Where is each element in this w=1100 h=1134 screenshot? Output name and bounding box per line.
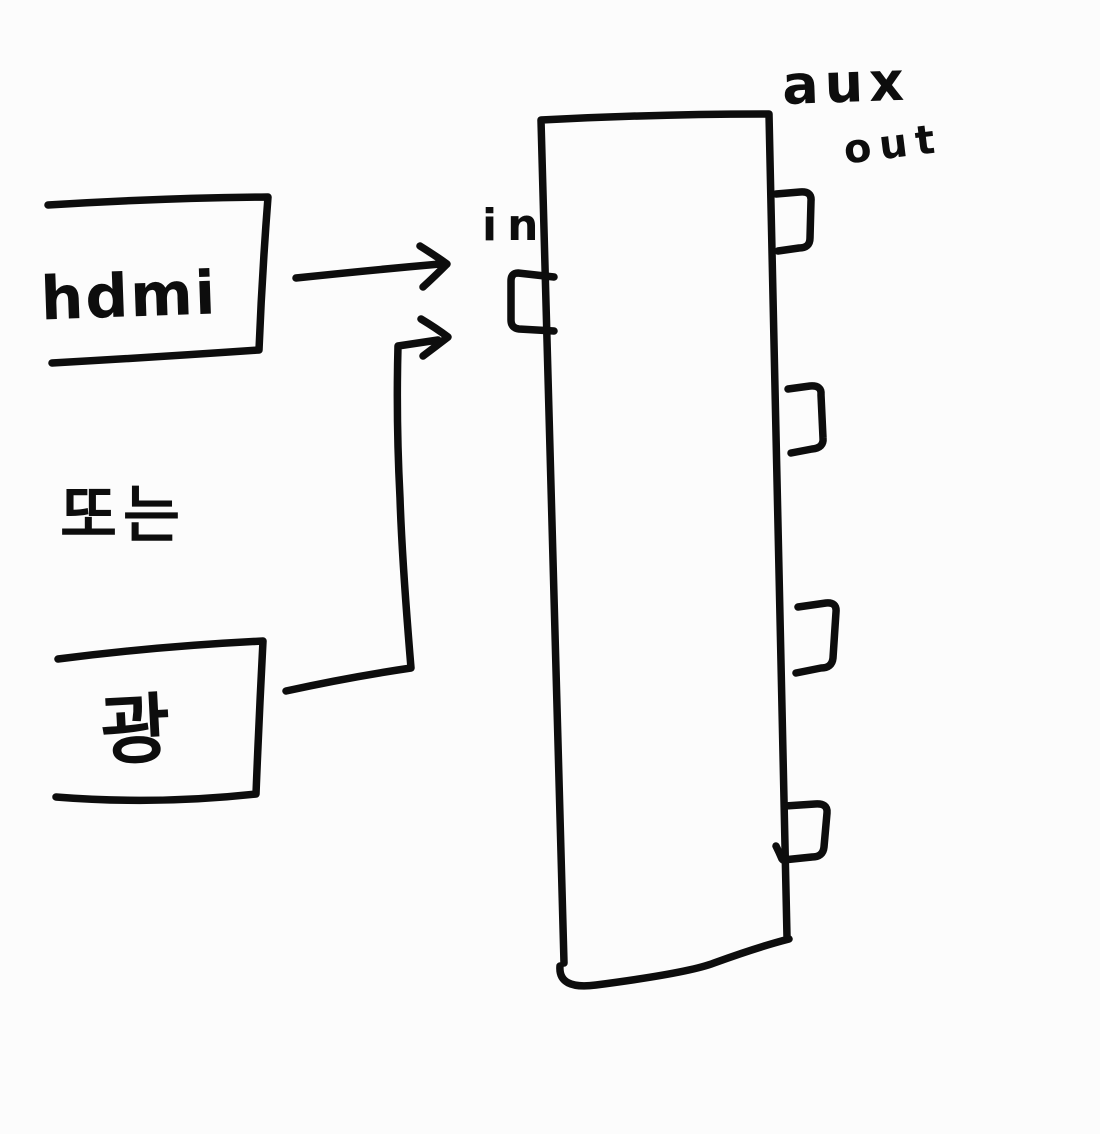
hdmi-to-in-arrow (292, 242, 451, 291)
aux-out-port-1 (772, 188, 815, 255)
optical-box (52, 637, 267, 805)
optical-to-in-connector (282, 315, 452, 695)
device-input-port (507, 269, 558, 335)
hdmi-box (44, 193, 272, 367)
device-box (537, 110, 793, 990)
in-label: in (482, 200, 548, 251)
aux-out-port-3 (792, 599, 840, 677)
aux-out-port-2 (784, 382, 827, 457)
or-text: 또는 (60, 478, 186, 551)
aux-out-port-4 (772, 800, 831, 864)
hdmi-label: hdmi (39, 258, 218, 334)
aux-label: aux (781, 50, 911, 117)
optical-label: 광 (98, 684, 172, 777)
